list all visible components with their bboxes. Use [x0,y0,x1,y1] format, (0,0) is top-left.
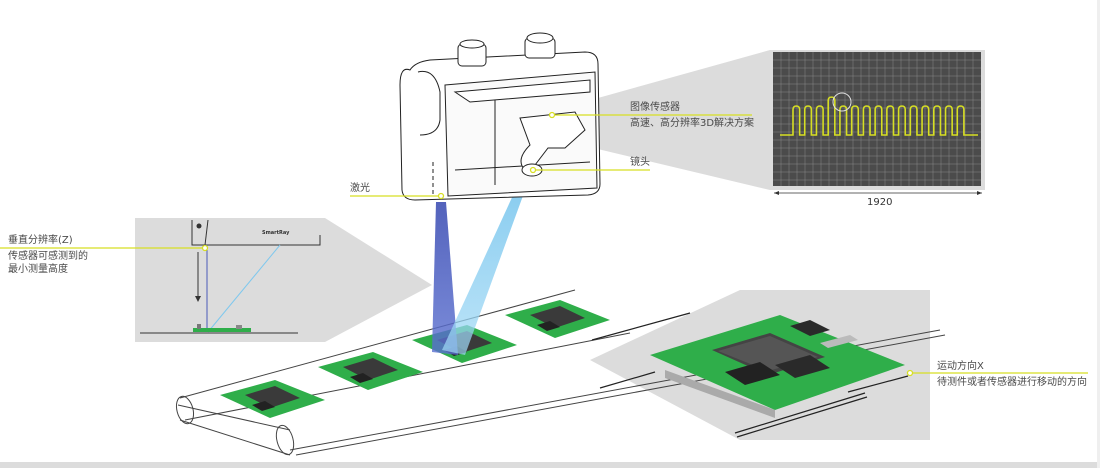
pcb-board [318,352,423,390]
image-sensor-desc: 高速、高分辨率3D解决方案 [630,118,755,129]
lens-label: 镜头 [630,157,650,168]
laser-beam [432,202,458,355]
camera-view-cone [442,180,528,355]
width-dimension-label: 1920 [867,197,893,208]
motion-direction-title: 运动方向X [937,361,984,372]
pcb-board-large [650,315,905,418]
image-sensor-title: 图像传感器 [630,102,680,113]
z-resolution-desc-1: 传感器可感测到的 [8,251,88,262]
z-resolution-desc-2: 最小测量高度 [8,264,68,275]
motion-lines [591,312,909,438]
brand-logo: SmartRay [262,230,290,236]
z-resolution-inset: SmartRay [135,218,432,342]
sensor-profile-screen [770,50,985,195]
z-resolution-title: 垂直分辨率(Z) [8,235,73,246]
waveform-trace [780,96,978,136]
bottom-border [0,462,1100,468]
sensor-projection-panel [555,50,770,190]
pcb-board [220,380,325,418]
pcb-board [505,300,610,338]
sensor-housing [399,32,601,201]
highlight-circle [832,92,852,112]
right-border [1097,0,1100,468]
laser-label: 激光 [350,183,370,194]
motion-direction-desc: 待测件或者传感器进行移动的方向 [937,377,1087,388]
callout-lines [0,111,1088,377]
